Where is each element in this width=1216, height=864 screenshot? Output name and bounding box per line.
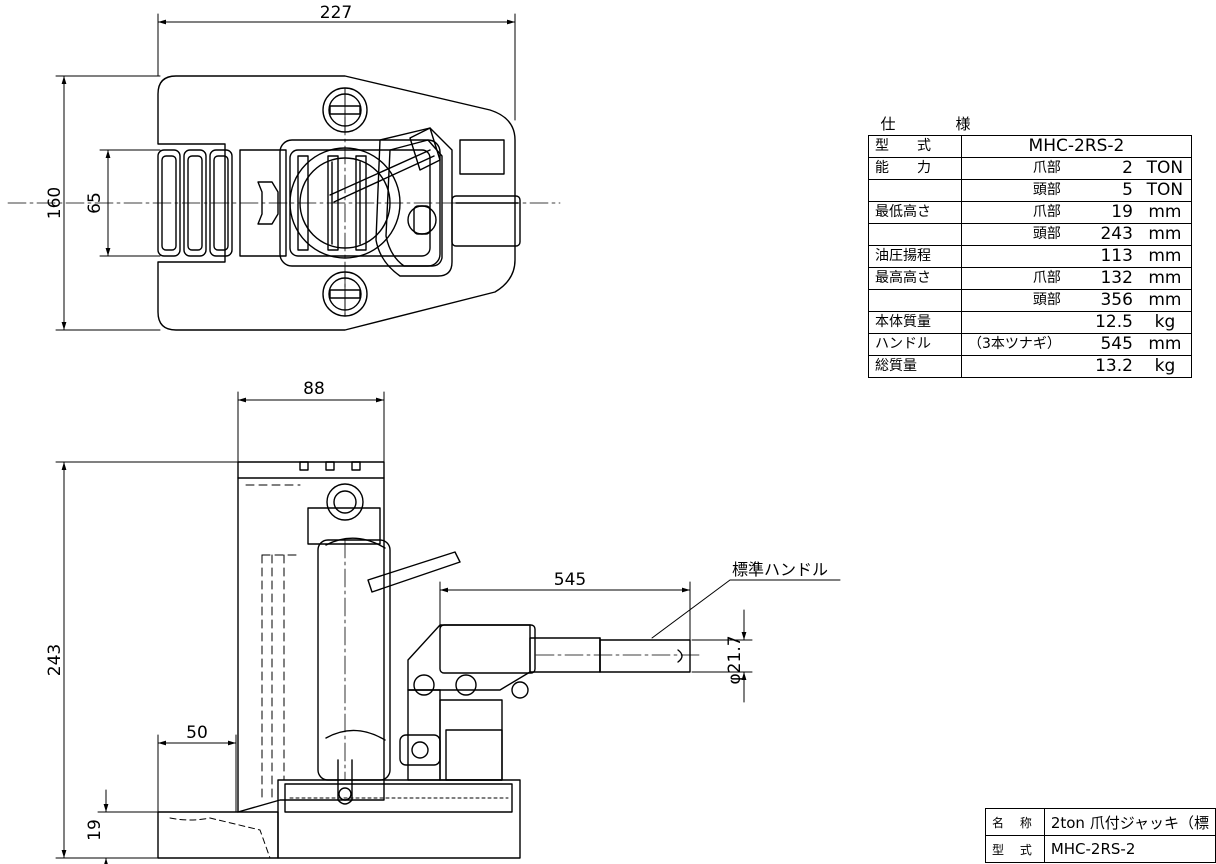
spec-value: MHC-2RS-2 <box>961 135 1192 158</box>
dim-19: 19 <box>85 819 105 841</box>
dim-243: 243 <box>45 644 65 676</box>
spec-unit: TON <box>1138 179 1192 202</box>
wheel-top <box>322 87 368 133</box>
spec-unit: mm <box>1138 289 1192 312</box>
spec-label: 油圧揚程 <box>868 245 962 268</box>
spec-label: 最低高さ <box>868 201 962 224</box>
spec-label: 本体質量 <box>868 311 962 334</box>
dim-50: 50 <box>186 723 208 743</box>
handle <box>529 637 701 673</box>
title-model-value: MHC-2RS-2 <box>1043 835 1216 863</box>
spec-label <box>868 179 962 202</box>
top-view: 227 160 65 <box>7 3 561 331</box>
dim-545: 545 <box>554 570 586 590</box>
spec-label: ハンドル <box>868 333 962 356</box>
spec-value: 132 <box>1066 267 1139 290</box>
spec-unit: TON <box>1138 157 1192 180</box>
spec-value: 113 <box>1066 245 1139 268</box>
spec-value: 19 <box>1066 201 1139 224</box>
spec-sub: 頭部 <box>960 289 1067 312</box>
spec-label: 能 力 <box>868 157 962 180</box>
title-block: 名 称 2ton 爪付ジャッキ（標 型 式 MHC-2RS-2 <box>985 808 1216 863</box>
spec-label <box>868 223 962 246</box>
spec-label <box>868 289 962 312</box>
spec-sub: 頭部 <box>960 223 1067 246</box>
spec-sub <box>960 311 1067 334</box>
spec-value: 2 <box>1066 157 1139 180</box>
spec-sub: 爪部 <box>960 267 1067 290</box>
spec-value: 545 <box>1066 333 1139 356</box>
spec-unit: mm <box>1138 245 1192 268</box>
title-model-label: 型 式 <box>985 835 1045 863</box>
spec-unit: mm <box>1138 223 1192 246</box>
spec-sub <box>960 245 1067 268</box>
spec-value: 12.5 <box>1066 311 1139 334</box>
spec-unit: mm <box>1138 333 1192 356</box>
spec-title: 仕 様 <box>880 115 981 133</box>
spec-label: 型 式 <box>868 135 962 158</box>
spec-sub: 爪部 <box>960 201 1067 224</box>
title-name-value: 2ton 爪付ジャッキ（標 <box>1043 808 1216 836</box>
spec-label: 総質量 <box>868 355 962 378</box>
dim-88: 88 <box>303 379 325 399</box>
title-name-label: 名 称 <box>985 808 1045 836</box>
spec-unit: kg <box>1138 311 1192 334</box>
spec-value: 13.2 <box>1066 355 1139 378</box>
spec-unit: mm <box>1138 267 1192 290</box>
spec-unit: mm <box>1138 201 1192 224</box>
spec-sub: （3本ツナギ） <box>960 333 1067 356</box>
spec-value: 356 <box>1066 289 1139 312</box>
spec-sub <box>960 355 1067 378</box>
spec-value: 243 <box>1066 223 1139 246</box>
spec-sub: 爪部 <box>960 157 1067 180</box>
dim-handle-dia: φ21.7 <box>725 635 745 684</box>
dim-227: 227 <box>320 3 352 23</box>
callout-standard-handle: 標準ハンドル <box>732 560 828 579</box>
spec-unit: kg <box>1138 355 1192 378</box>
side-view: 88 243 50 19 <box>45 379 841 864</box>
spec-sub: 頭部 <box>960 179 1067 202</box>
spec-value: 5 <box>1066 179 1139 202</box>
wheel-bottom <box>322 271 368 317</box>
spec-label: 最高高さ <box>868 267 962 290</box>
